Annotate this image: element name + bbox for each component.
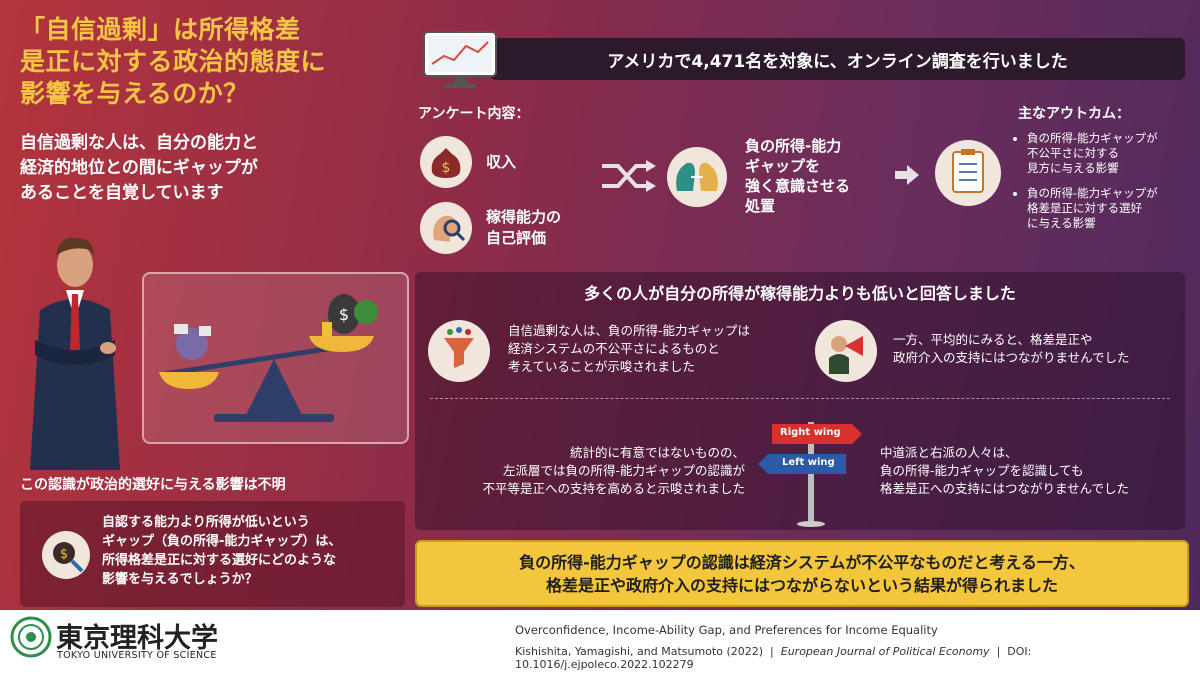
result-line: 中道派と右派の人々は、 — [880, 445, 1018, 460]
results-divider — [430, 398, 1170, 399]
result-1: 自信過剰な人は、負の所得-能力ギャップは 経済システムの不公平さによるものと 考… — [508, 322, 798, 376]
funnel-icon — [428, 320, 490, 382]
question-line: 自認する能力より所得が低いという — [102, 515, 310, 530]
money-bag-icon: $ — [420, 136, 472, 188]
result-2: 一方、平均的にみると、格差是正や 政府介入の支持にはつながりませんでした — [893, 331, 1178, 367]
intro-text: 自信過剰な人は、自分の能力と 経済的地位との間にギャップが あることを自覚してい… — [20, 131, 400, 206]
monitor-chart-icon — [423, 31, 497, 88]
footer — [0, 610, 1200, 675]
scale-icon: $ — [159, 294, 378, 422]
citation-line: Kishishita, Yamagishi, and Matsumoto (20… — [515, 645, 1200, 671]
separator: | — [996, 645, 1001, 658]
svg-text:$: $ — [442, 160, 451, 176]
treatment-line: 負の所得-能力 — [745, 137, 842, 155]
left-note: この認識が政治的選好に与える影響は不明 — [20, 477, 286, 493]
businessman-illustration — [30, 237, 120, 470]
head-magnifier-icon — [420, 202, 472, 254]
money-magnifier-icon: $ — [42, 531, 90, 579]
separator: | — [770, 645, 774, 658]
svg-text:$: $ — [339, 305, 349, 324]
outcome-line: 負の所得-能力ギャップが — [1027, 186, 1158, 200]
shuffle-icon — [602, 160, 656, 192]
outcomes-label: 主なアウトカム： — [1018, 106, 1130, 122]
outcomes-list: 負の所得-能力ギャップが 不公平さに対する 見方に与える影響 負の所得-能力ギャ… — [1015, 131, 1197, 241]
checklist-icon — [935, 140, 1001, 206]
item-line: 自己評価 — [486, 229, 547, 247]
result-line: 経済システムの不公平さによるものと — [508, 341, 720, 356]
doi-link[interactable]: DOI: 10.1016/j.ejpoleco.2022.102279 — [515, 645, 1032, 671]
university-logo-icon — [10, 616, 52, 658]
question-line: 所得格差是正に対する選好にどのような — [102, 553, 337, 568]
outcome-line: 格差是正に対する選好 — [1027, 201, 1142, 215]
result-line: 政府介入の支持にはつながりませんでした — [893, 350, 1130, 365]
result-line: 考えていることが示唆されました — [508, 359, 695, 374]
result-line: 一方、平均的にみると、格差是正や — [893, 332, 1093, 347]
right-wing-sign: Right wing — [780, 427, 841, 438]
result-line: 格差是正への支持にはつながりませんでした — [880, 481, 1130, 496]
result-line: 自信過剰な人は、負の所得-能力ギャップは — [508, 323, 751, 338]
university-name-en: TOKYO UNIVERSITY OF SCIENCE — [57, 650, 217, 661]
question-line: ギャップ（負の所得-能力ギャップ）は、 — [102, 534, 342, 549]
conclusion-box: 負の所得-能力ギャップの認識は経済システムが不公平なものだと考える一方、 格差是… — [415, 540, 1189, 607]
intro-line: 自信過剰な人は、自分の能力と — [20, 133, 258, 153]
result-4: 中道派と右派の人々は、 負の所得-能力ギャップを認識しても 格差是正への支持には… — [880, 444, 1175, 498]
left-wing-sign: Left wing — [782, 457, 835, 468]
result-3: 統計的に有意ではないものの、 左派層では負の所得-能力ギャップの認識が 不平等是… — [455, 444, 745, 498]
conclusion-line: 負の所得-能力ギャップの認識は経済システムが不公平なものだと考える一方、 — [519, 552, 1085, 572]
outcome-item: 負の所得-能力ギャップが 格差是正に対する選好 に与える影響 — [1027, 186, 1197, 231]
svg-text:$: $ — [60, 547, 68, 562]
survey-header: アメリカで4,471名を対象に、オンライン調査を行いました — [490, 38, 1185, 80]
outcome-line: 見方に与える影響 — [1027, 161, 1119, 175]
results-panel — [415, 272, 1185, 530]
result-line: 負の所得-能力ギャップを認識しても — [880, 463, 1084, 478]
intro-line: 経済的地位との間にギャップが — [20, 158, 258, 178]
result-line: 不平等是正への支持を高めると示唆されました — [482, 481, 745, 496]
research-question-box: $ 自認する能力より所得が低いという ギャップ（負の所得-能力ギャップ）は、 所… — [20, 501, 405, 607]
treatment-text: 負の所得-能力 ギャップを 強く意識させる 処置 — [745, 136, 885, 216]
paper-authors: Kishishita, Yamagishi, and Matsumoto (20… — [515, 645, 764, 658]
results-header: 多くの人が自分の所得が稼得能力よりも低いと回答しました — [584, 284, 1016, 303]
scale-panel: $ — [142, 272, 409, 444]
conclusion-line: 格差是正や政府介入の支持にはつながらないという結果が得られました — [545, 575, 1058, 595]
paper-title: Overconfidence, Income-Ability Gap, and … — [515, 623, 938, 637]
megaphone-icon — [815, 320, 877, 382]
research-question-text: 自認する能力より所得が低いという ギャップ（負の所得-能力ギャップ）は、 所得格… — [102, 513, 397, 589]
university-name-jp: 東京理科大学 — [56, 623, 218, 654]
outcome-line: 不公平さに対する — [1027, 146, 1119, 160]
item-line: 稼得能力の — [486, 208, 562, 226]
treatment-line: 強く意識させる — [745, 177, 851, 195]
signpost-icon: Right wing Left wing — [758, 418, 868, 528]
treatment-line: 処置 — [745, 197, 776, 215]
outcome-line: 負の所得-能力ギャップが — [1027, 131, 1158, 145]
arrow-right-icon — [895, 165, 919, 185]
journal-name: European Journal of Political Economy — [780, 645, 990, 658]
outcome-item: 負の所得-能力ギャップが 不公平さに対する 見方に与える影響 — [1027, 131, 1197, 176]
main-title: 「自信過剰」は所得格差 是正に対する政治的態度に 影響を与えるのか？ — [20, 14, 410, 110]
title-line: 影響を与えるのか？ — [20, 79, 249, 108]
questionnaire-item-self-assessment: 稼得能力の 自己評価 — [486, 207, 561, 249]
question-line: 影響を与えるでしょうか？ — [102, 572, 258, 587]
treatment-line: ギャップを — [745, 157, 821, 175]
result-line: 左派層では負の所得-能力ギャップの認識が — [502, 463, 745, 478]
questionnaire-item-income: 収入 — [486, 153, 517, 171]
title-line: 「自信過剰」は所得格差 — [20, 15, 301, 44]
questionnaire-label: アンケート内容： — [418, 106, 530, 122]
title-line: 是正に対する政治的態度に — [20, 47, 327, 76]
intro-line: あることを自覚しています — [20, 183, 224, 203]
outcome-line: に与える影響 — [1027, 216, 1096, 230]
result-line: 統計的に有意ではないものの、 — [569, 445, 745, 460]
faces-icon — [667, 147, 727, 207]
